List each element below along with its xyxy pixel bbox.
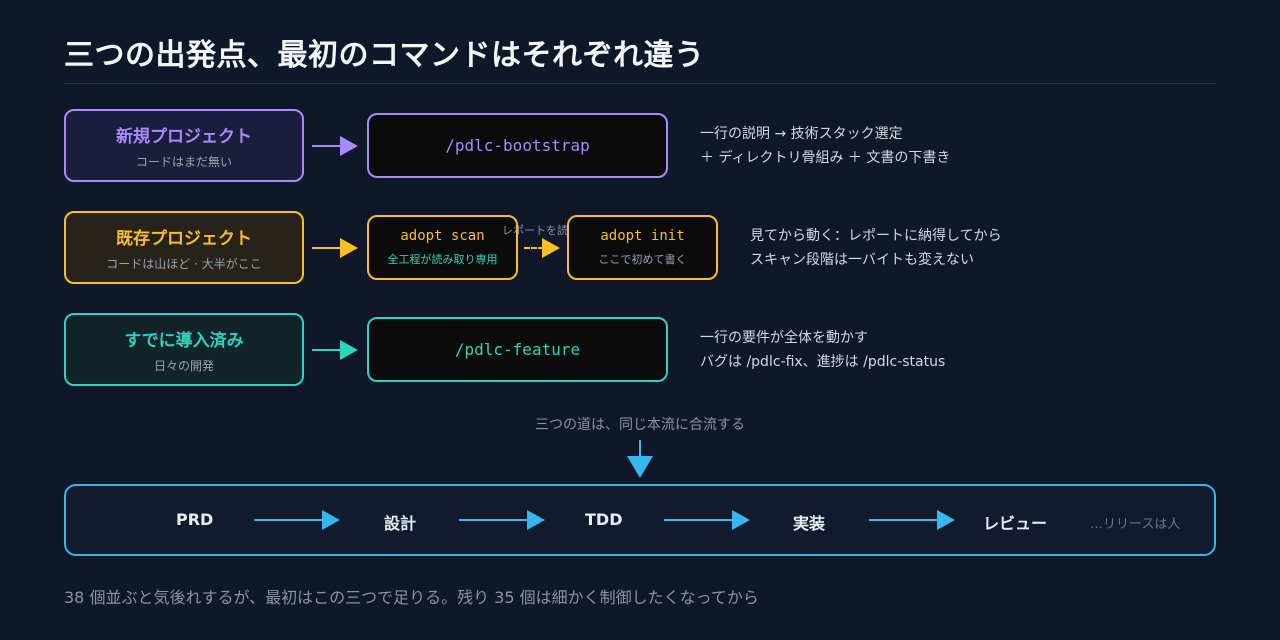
pipeline-arrow-1-line [254,519,324,521]
start-box-already-adopted: すでに導入済み 日々の開発 [64,313,304,386]
dashed-connector-line [524,247,544,249]
command-box-adopt-scan: adopt scan 全工程が読み取り専用 [367,215,518,280]
desc-existing-project-line2: スキャン段階は一バイトも変えない [750,252,974,268]
merge-arrow-line [639,440,641,458]
stage-design: 設計 [384,514,417,533]
start-box-existing-project: 既存プロジェクト コードは山ほど · 大半がここ [64,211,304,284]
command-adopt-init: adopt init [600,228,685,244]
desc-new-project-line2: ＋ ディレクトリ骨組み ＋ 文書の下書き [700,150,951,166]
pipeline-arrow-1-head [322,510,340,530]
start-title-existing-project: 既存プロジェクト [116,228,252,249]
start-box-new-project: 新規プロジェクト コードはまだ無い [64,109,304,182]
pipeline-arrow-4-head [937,510,955,530]
command-box-bootstrap: /pdlc-bootstrap [367,113,668,178]
start-subtitle-already-adopted: 日々の開発 [153,358,214,373]
desc-already-adopted: 一行の要件が全体を動かす バグは /pdlc-fix、進捗は /pdlc-sta… [700,326,945,374]
footer-note: 38 個並ぶと気後れするが、最初はこの三つで足りる。残り 35 個は細かく制御し… [64,588,759,607]
command-box-adopt-init: adopt init ここで初めて書く [567,215,718,280]
pipeline-arrow-2-line [459,519,529,521]
command-adopt-init-note: ここで初めて書く [598,253,687,266]
pipeline-arrow-3-head [732,510,750,530]
arrow-head-row2 [340,238,358,258]
desc-already-adopted-line1: 一行の要件が全体を動かす [700,330,868,346]
arrow-head-row1 [340,136,358,156]
connector-label: レポートを読 [502,224,568,237]
desc-new-project-line1: 一行の説明 → 技術スタック選定 [700,126,903,142]
stage-implementation: 実装 [793,514,826,533]
start-subtitle-new-project: コードはまだ無い [135,154,232,169]
desc-existing-project-line1: 見てから動く：レポートに納得してから [750,228,1002,244]
dashed-connector-arrowhead [542,238,560,258]
desc-new-project: 一行の説明 → 技術スタック選定 ＋ ディレクトリ骨組み ＋ 文書の下書き [700,122,950,170]
desc-already-adopted-line2: バグは /pdlc-fix、進捗は /pdlc-status [700,354,946,370]
arrow-line-row3 [312,349,342,351]
start-title-already-adopted: すでに導入済み [124,330,244,351]
pipeline-arrow-3-line [664,519,734,521]
stage-prd: PRD [176,510,214,529]
command-adopt-scan: adopt scan [400,228,485,244]
start-subtitle-existing-project: コードは山ほど · 大半がここ [106,256,262,271]
stage-tdd: TDD [585,510,623,529]
merge-label: 三つの道は、同じ本流に合流する [535,417,745,433]
pipeline-arrow-2-head [527,510,545,530]
arrow-line-row1 [312,145,342,147]
title-divider [64,83,1216,84]
command-adopt-scan-note: 全工程が読み取り専用 [387,253,498,266]
start-title-new-project: 新規プロジェクト [116,126,252,147]
page-title: 三つの出発点、最初のコマンドはそれぞれ違う [64,38,705,73]
command-box-feature: /pdlc-feature [367,317,668,382]
pipeline-tail-note: …リリースは人 [1090,517,1181,532]
arrow-head-row3 [340,340,358,360]
stage-review: レビュー [983,514,1048,533]
merge-arrow-head [627,456,653,478]
command-bootstrap: /pdlc-bootstrap [445,136,590,155]
desc-existing-project: 見てから動く：レポートに納得してから スキャン段階は一バイトも変えない [750,224,1002,272]
command-feature: /pdlc-feature [454,340,581,359]
pipeline-arrow-4-line [869,519,939,521]
arrow-line-row2 [312,247,342,249]
